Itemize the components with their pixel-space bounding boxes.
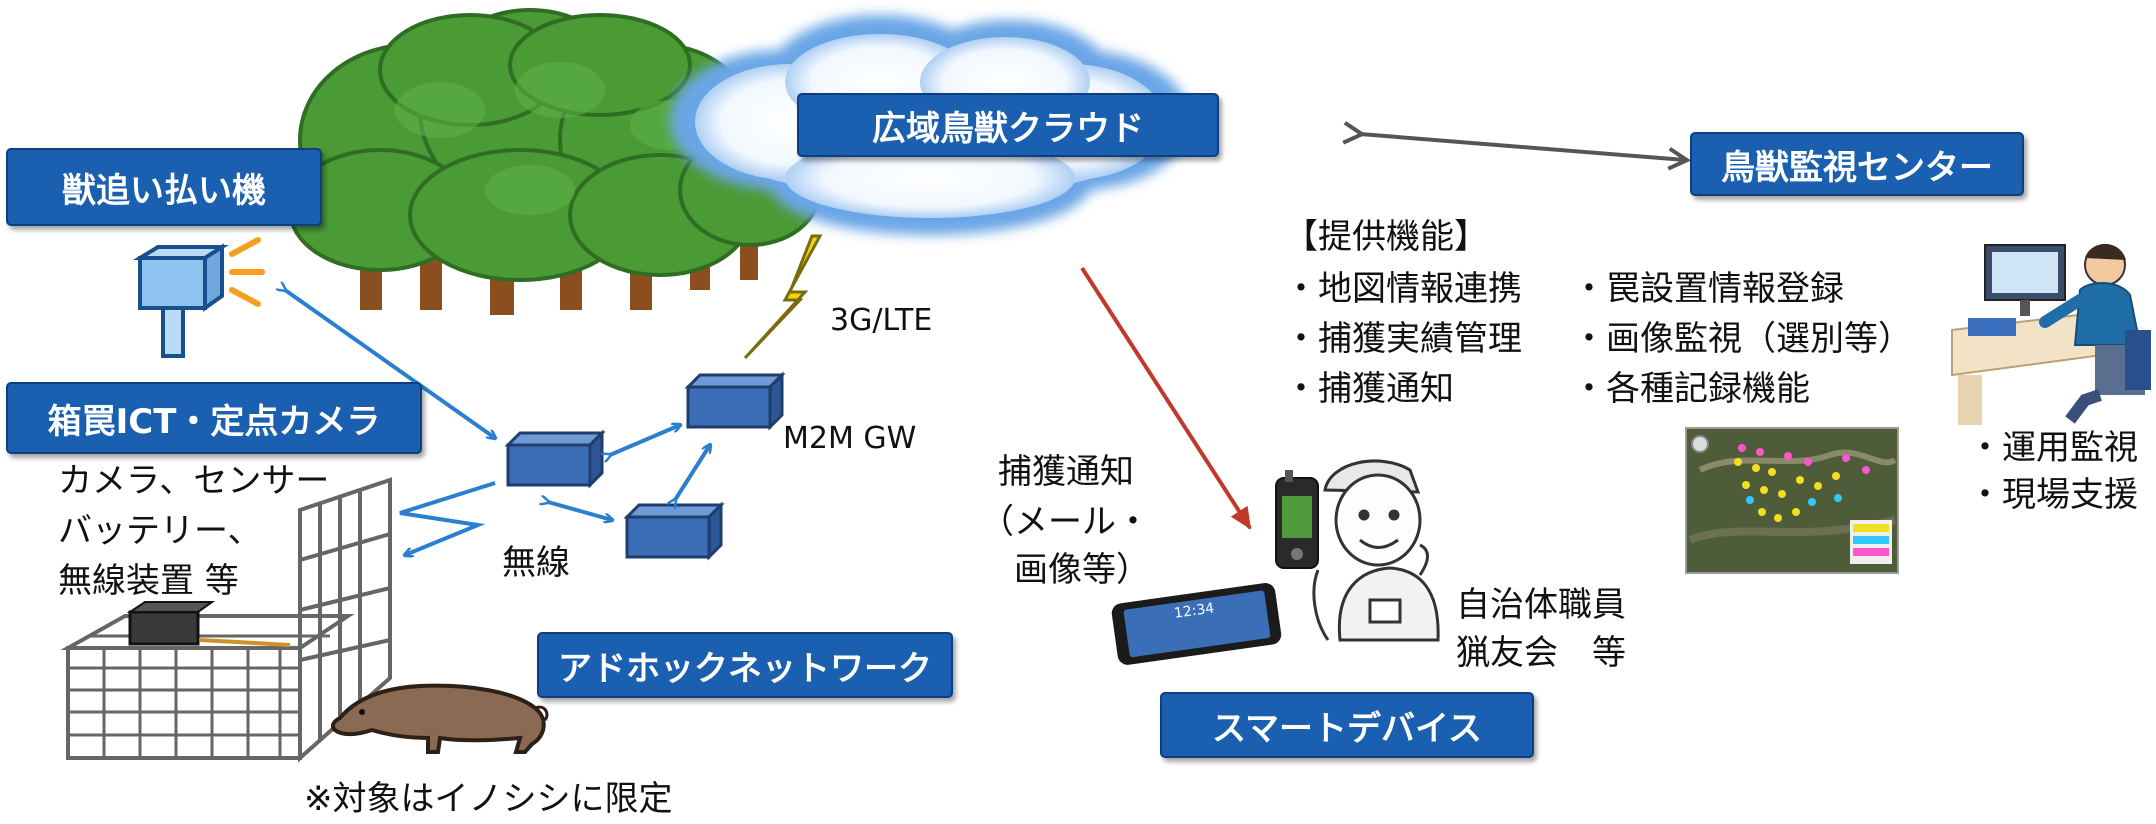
- adhoc-label: アドホックネットワーク: [537, 632, 953, 698]
- features-1-1: ・地図情報連携: [1284, 269, 1522, 309]
- features-2-2: ・画像監視（選別等）: [1572, 319, 1912, 359]
- features-2-3: ・各種記録機能: [1572, 369, 1810, 409]
- node-center: [504, 429, 606, 489]
- users-line-2: 猟友会 等: [1456, 633, 1626, 673]
- center-task-1: ・運用監視: [1968, 428, 2138, 468]
- features-1-2: ・捕獲実績管理: [1284, 319, 1522, 359]
- center-label: 鳥獣監視センター: [1690, 132, 2024, 196]
- repeller-label: 獣追い払い機: [6, 148, 322, 226]
- node-lower: [623, 501, 725, 561]
- lightning-icon: [743, 234, 823, 360]
- repeller-icon: [132, 237, 265, 358]
- notice-line-3: 画像等）: [1014, 550, 1150, 590]
- wireless-label: 無線: [502, 543, 570, 583]
- map-thumbnail: [1685, 427, 1899, 574]
- network-label: 3G/LTE: [830, 303, 933, 338]
- boar-illustration: [331, 683, 549, 754]
- operator-illustration: [1951, 244, 2151, 425]
- smart-device-label: スマートデバイス: [1160, 692, 1534, 758]
- network-nodes: [504, 371, 786, 561]
- trap-line-1: カメラ、センサー: [58, 461, 330, 501]
- trap-line-2: バッテリー、: [58, 511, 262, 551]
- notification-arrow: [1080, 266, 1252, 530]
- features-title: 【提供機能】: [1284, 217, 1488, 257]
- notice-line-2: （メール・: [980, 502, 1150, 542]
- forest-illustration: [288, 8, 822, 315]
- tablet-time: 12:34: [1173, 600, 1215, 621]
- users-line-1: 自治体職員: [1456, 585, 1626, 625]
- gateway-label: M2M GW: [783, 421, 917, 456]
- gateway-node: [684, 371, 786, 431]
- tablet-icon: 12:34: [1111, 583, 1282, 665]
- cloud-label: 広域鳥獣クラウド: [797, 93, 1219, 157]
- hunter-illustration: [1312, 459, 1440, 642]
- features-2-1: ・罠設置情報登録: [1572, 269, 1844, 309]
- trap-line-3: 無線装置 等: [58, 561, 239, 601]
- notice-line-1: 捕獲通知: [998, 452, 1134, 492]
- scope-note: ※対象はイノシシに限定: [304, 779, 673, 819]
- cloud-center-link: [1360, 134, 1685, 160]
- adhoc-links: [285, 290, 710, 555]
- cage-trap-illustration: [60, 477, 392, 763]
- gps-handheld-icon: [1275, 470, 1319, 569]
- trap-camera-label: 箱罠ICT・定点カメラ: [6, 382, 422, 454]
- center-task-2: ・現場支援: [1968, 475, 2138, 515]
- features-1-3: ・捕獲通知: [1284, 369, 1454, 409]
